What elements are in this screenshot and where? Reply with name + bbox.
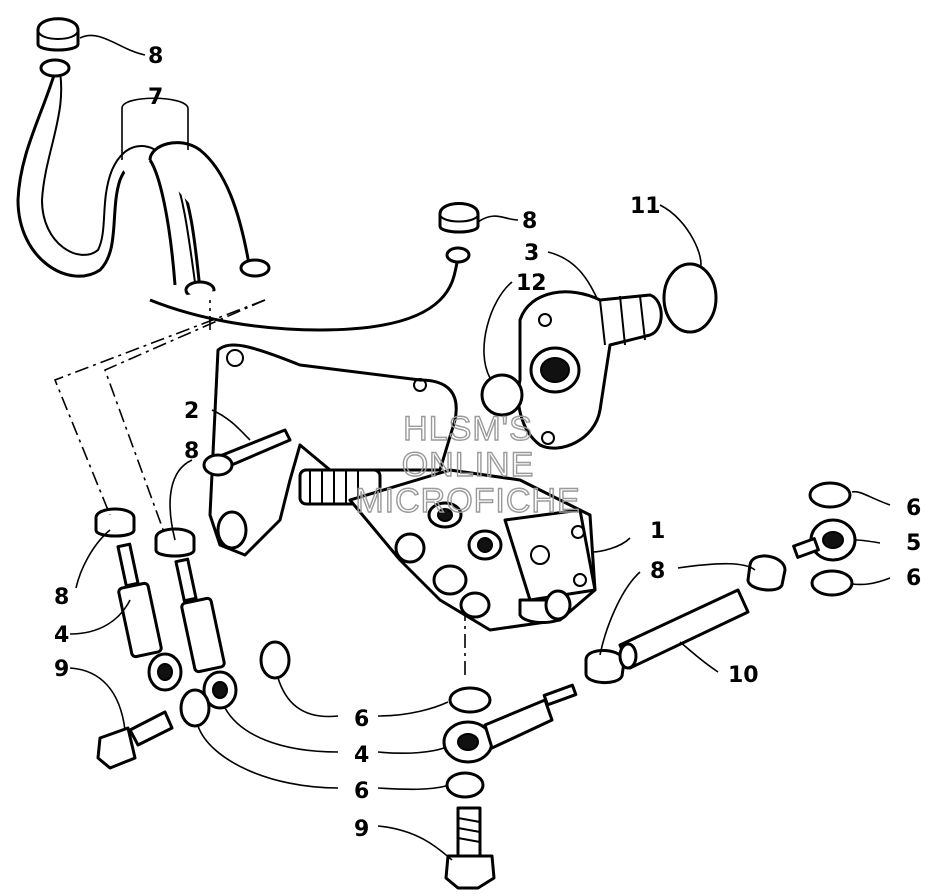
callout-banjo-right: 5	[906, 531, 921, 556]
callout-housing-3: 3	[524, 241, 539, 266]
callout-bolt-bottom: 9	[354, 817, 369, 842]
hose-7	[16, 58, 471, 332]
hose-clamp-left-1	[94, 507, 136, 538]
pump-housing-3	[516, 290, 663, 450]
svg-text:HLSM'S: HLSM'S	[403, 410, 533, 448]
hose-clamp-mid	[438, 202, 480, 234]
washer-6-bottom	[445, 771, 485, 799]
bolt-9-left	[96, 710, 174, 770]
hose-clamp-right	[746, 554, 787, 592]
callout-clamp-right: 8	[650, 559, 665, 584]
assembly-centerlines	[53, 299, 466, 680]
o-ring-11	[662, 262, 718, 334]
callout-banjo-left: 4	[54, 623, 69, 648]
callout-washer-center: 6	[354, 707, 369, 732]
banjo-fitting-5	[792, 518, 857, 562]
washer-6-mid	[259, 640, 291, 680]
callout-labels: 8 7 8 11 3 12 2 8 8 4 9 1 8 6 5 6 10 6 4…	[54, 44, 921, 842]
callout-washer-right-bottom: 6	[906, 566, 921, 591]
svg-text:MICROFICHE: MICROFICHE	[355, 482, 580, 520]
washer-6-right-top	[808, 481, 852, 509]
callout-clamp-left-upper: 8	[184, 439, 199, 464]
watermark: HLSM'S ONLINE MICROFICHE	[355, 409, 581, 520]
mounting-bracket	[208, 343, 458, 557]
hose-clamp-left-2	[154, 527, 196, 558]
callout-washer-bottom: 6	[354, 779, 369, 804]
callout-clamp-left: 8	[54, 585, 69, 610]
hose-clamp-lower	[584, 648, 626, 684]
callout-o-ring-12: 12	[516, 271, 547, 296]
tube-10	[618, 588, 750, 670]
callout-screw-2: 2	[184, 399, 199, 424]
washer-6-right-bottom	[810, 569, 854, 597]
banjo-fitting-4-left	[116, 542, 183, 692]
callout-o-ring-11: 11	[630, 194, 661, 219]
washer-6-left	[179, 688, 211, 728]
callout-hose-clamp-mid: 8	[522, 209, 537, 234]
hose-clamp-top	[36, 17, 80, 52]
svg-text:ONLINE: ONLINE	[402, 446, 535, 484]
callout-hose: 7	[148, 85, 163, 110]
callout-washer-right-top: 6	[906, 496, 921, 521]
oil-pump-1	[348, 468, 597, 632]
callout-pump-1: 1	[650, 519, 665, 544]
banjo-fitting-4-center	[174, 557, 238, 710]
washer-6-center	[448, 686, 492, 714]
callout-hose-clamp-top: 8	[148, 44, 163, 69]
screw-2	[202, 428, 292, 477]
callout-tube-10: 10	[728, 663, 759, 688]
leader-lines	[69, 34, 891, 861]
bolt-9-bottom	[444, 806, 496, 890]
banjo-fitting-4-bottom	[442, 683, 578, 764]
o-ring-12	[480, 373, 524, 417]
callout-bolt-left: 9	[54, 657, 69, 682]
callout-banjo-bottom: 4	[354, 743, 369, 768]
